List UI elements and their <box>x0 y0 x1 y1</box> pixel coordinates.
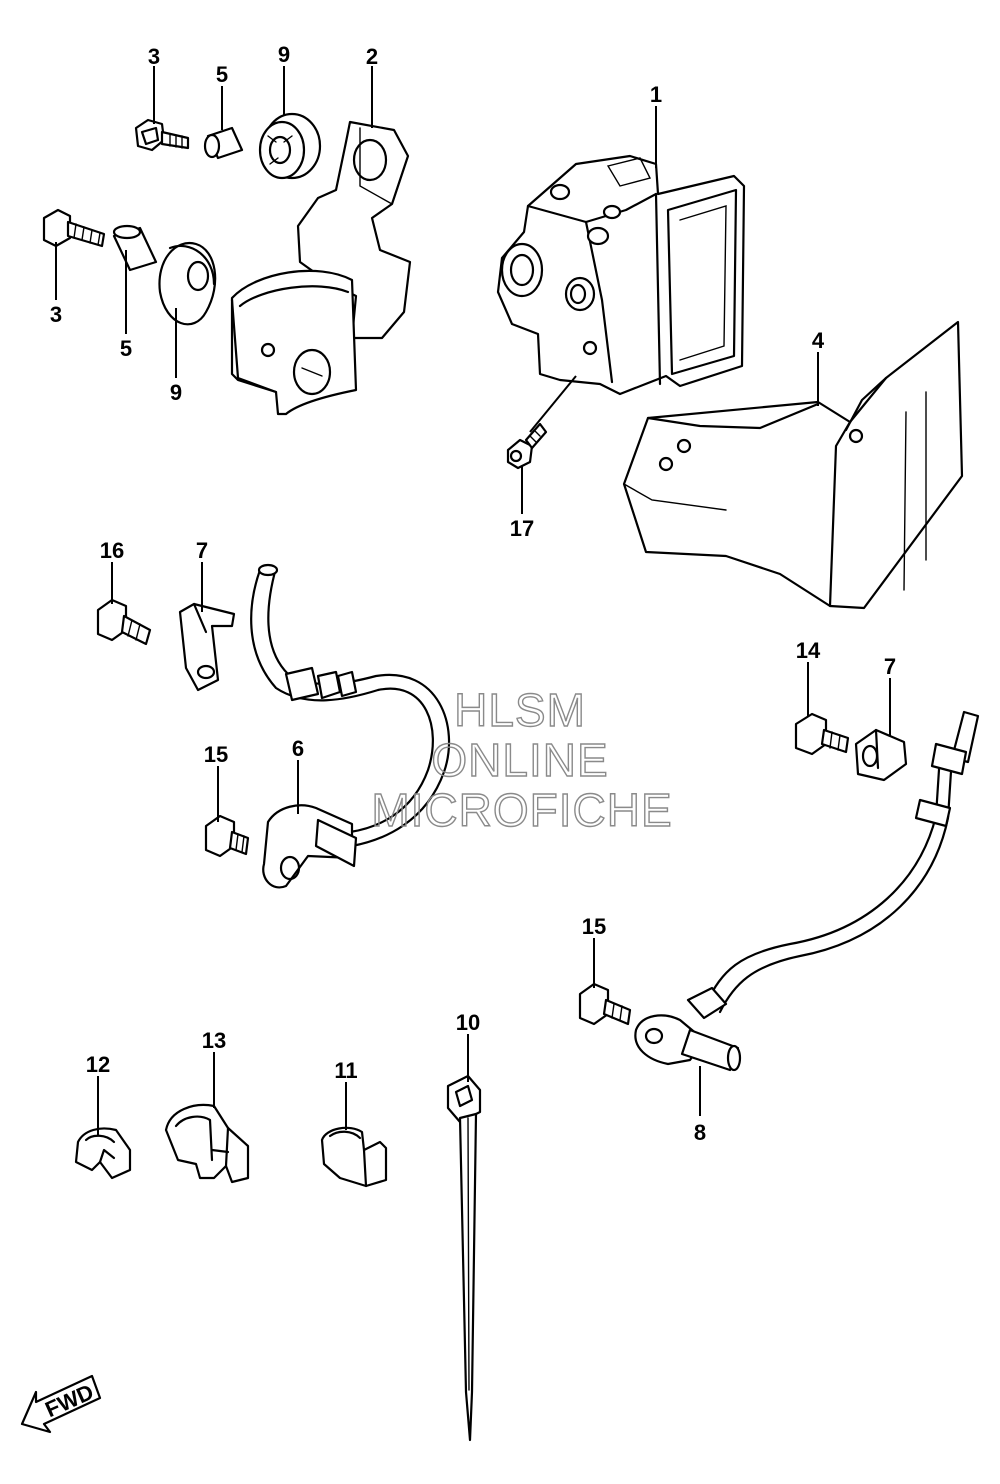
watermark: HLSM ONLINE MICROFICHE <box>371 683 673 836</box>
part-15-bolt-right[interactable] <box>578 982 632 1026</box>
part-14-bolt[interactable] <box>794 712 850 756</box>
callout-numbers: 1 2 3 3 4 5 5 6 7 7 8 9 9 10 11 12 13 14… <box>50 42 896 1145</box>
fwd-arrow-icon <box>20 1374 102 1434</box>
part-15-bolt-left[interactable] <box>204 814 250 858</box>
watermark-line-1: HLSM <box>454 684 586 736</box>
callout-14: 14 <box>796 638 821 663</box>
part-2-bracket[interactable] <box>230 120 412 416</box>
watermark-line-2: ONLINE <box>431 734 608 786</box>
part-3-bolt-top[interactable] <box>134 118 190 152</box>
part-3-bolt-left[interactable] <box>42 208 106 248</box>
part-11-clip[interactable] <box>320 1126 388 1188</box>
callout-9-left: 9 <box>170 380 182 405</box>
part-17-screw[interactable] <box>506 422 548 470</box>
callout-16: 16 <box>100 538 124 563</box>
part-5-collar-top[interactable] <box>203 126 244 160</box>
part-10-cable-tie[interactable] <box>446 1074 482 1442</box>
callout-7-right: 7 <box>884 654 896 679</box>
callout-17: 17 <box>510 516 534 541</box>
callout-11: 11 <box>334 1058 357 1083</box>
part-13-clamp[interactable] <box>164 1104 250 1184</box>
callout-5-left: 5 <box>120 336 132 361</box>
callout-1: 1 <box>650 82 662 107</box>
callout-7-left: 7 <box>196 538 208 563</box>
callout-4: 4 <box>812 328 825 353</box>
part-9-grommet-top[interactable] <box>258 112 322 180</box>
callout-13: 13 <box>202 1028 226 1053</box>
callout-12: 12 <box>86 1052 110 1077</box>
part-6-hose[interactable] <box>250 563 451 889</box>
callout-9-top: 9 <box>278 42 290 67</box>
part-12-clip[interactable] <box>74 1127 132 1180</box>
part-16-bolt[interactable] <box>96 598 152 646</box>
leader-lines <box>55 66 891 1136</box>
part-7-clamp-right[interactable] <box>854 728 908 782</box>
part-1-abs-unit[interactable] <box>496 154 746 396</box>
callout-10: 10 <box>456 1010 480 1035</box>
callout-3-top: 3 <box>148 44 160 69</box>
callout-2: 2 <box>366 44 378 69</box>
callout-15-right: 15 <box>582 914 606 939</box>
callout-5-top: 5 <box>216 62 228 87</box>
part-8-sensor[interactable] <box>634 710 980 1072</box>
part-9-grommet-left[interactable] <box>158 241 217 326</box>
part-5-collar-left[interactable] <box>112 224 158 272</box>
callout-3-left: 3 <box>50 302 62 327</box>
watermark-line-3: MICROFICHE <box>371 784 672 836</box>
callout-6: 6 <box>292 736 304 761</box>
callout-8: 8 <box>694 1120 706 1145</box>
part-7-clamp-left[interactable] <box>178 602 236 692</box>
fwd-arrow: FWD <box>20 1374 102 1434</box>
callout-15-left: 15 <box>204 742 228 767</box>
